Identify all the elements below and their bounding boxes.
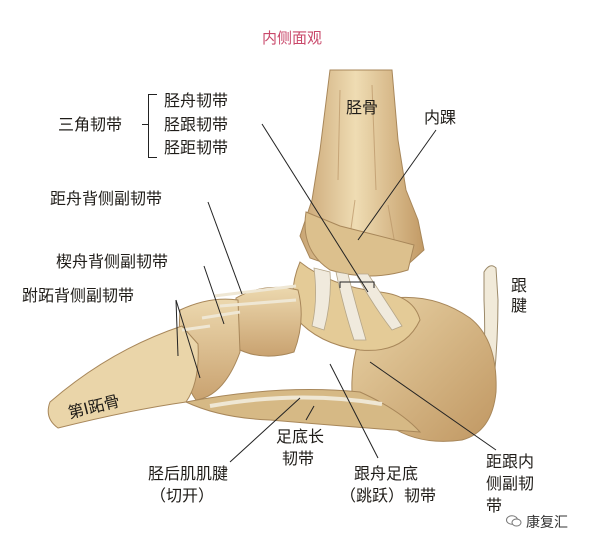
label-tibiotalar-ligament: 胫距韧带 bbox=[164, 138, 229, 157]
plantar-ligament-band bbox=[209, 395, 383, 408]
deltoid-brace bbox=[148, 94, 157, 158]
leader-lines bbox=[175, 123, 497, 463]
label-long-plantar-line1: 足底长 bbox=[276, 427, 325, 446]
label-medial-malleolus: 内踝 bbox=[424, 108, 457, 127]
label-dorsal-talonavicular-ligament: 距舟背侧副韧带 bbox=[50, 189, 163, 208]
watermark-text: 康复汇 bbox=[526, 515, 568, 531]
dorsal-ligament-fibers bbox=[181, 284, 297, 332]
navicular-bone bbox=[235, 286, 302, 357]
label-tibialis-posterior-line1: 胫后肌肌腱 bbox=[148, 464, 229, 483]
label-achilles-tendon-line2: 腱 bbox=[510, 296, 527, 315]
brace-tick bbox=[142, 124, 148, 125]
label-achilles-tendon: 跟 腱 bbox=[510, 276, 528, 316]
label-long-plantar-line2: 韧带 bbox=[282, 449, 315, 468]
tibia-texture bbox=[337, 84, 397, 251]
label-tibia: 胫骨 bbox=[346, 98, 379, 117]
label-dorsal-cuneonavicular-ligament: 楔舟背侧副韧带 bbox=[56, 252, 169, 271]
wechat-icon bbox=[506, 515, 522, 527]
label-achilles-tendon-line1: 跟 bbox=[510, 276, 527, 295]
label-dorsal-tarsometatarsal-ligament: 跗跖背侧副韧带 bbox=[22, 286, 135, 305]
label-tibionavicular-ligament: 胫舟韧带 bbox=[164, 91, 229, 110]
label-tibialis-posterior-line2: （切开） bbox=[150, 486, 215, 505]
medial-malleolus-bone bbox=[304, 211, 415, 277]
deltoid-ligament-fibers bbox=[311, 267, 403, 341]
diagram-title: 内侧面观 bbox=[262, 29, 323, 47]
label-plantar-calcaneonavicular-line2: （跳跃）韧带 bbox=[340, 486, 437, 505]
label-tibiocalcaneal-ligament: 胫跟韧带 bbox=[164, 115, 229, 134]
label-medial-talocalcaneal-line1: 距跟内 bbox=[486, 452, 535, 471]
label-medial-talocalcaneal-line3: 带 bbox=[486, 496, 503, 515]
label-plantar-calcaneonavicular-line1: 跟舟足底 bbox=[354, 464, 419, 483]
label-medial-talocalcaneal-line2: 侧副韧 bbox=[486, 474, 535, 493]
label-deltoid-ligament: 三角韧带 bbox=[58, 115, 123, 134]
